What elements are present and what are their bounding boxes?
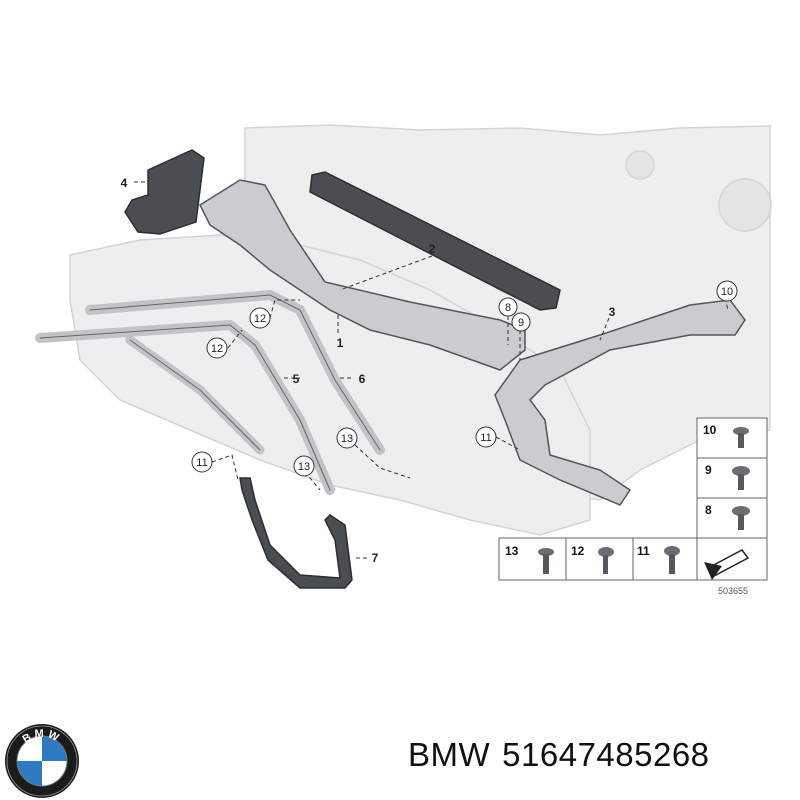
svg-text:12: 12 — [211, 343, 223, 355]
legend-cell-12: 12 — [571, 544, 614, 574]
svg-text:2: 2 — [429, 242, 436, 256]
callout-2: 2 — [429, 242, 436, 256]
strut-group — [35, 289, 385, 495]
legend-cell-13: 13 — [505, 544, 554, 574]
callout-13b: 13 — [293, 455, 315, 477]
callout-1: 1 — [337, 336, 344, 350]
bolt-icon — [732, 466, 750, 490]
callout-6: 6 — [359, 372, 366, 386]
legend-cell-11: 11 — [637, 544, 680, 574]
svg-text:10: 10 — [721, 286, 733, 298]
part-3-arm — [494, 299, 746, 506]
callout-8: 8 — [498, 297, 518, 317]
svg-text:13: 13 — [298, 461, 310, 473]
callout-11a: 11 — [475, 426, 497, 448]
legend-cell-8: 8 — [705, 503, 750, 530]
svg-text:12: 12 — [254, 313, 266, 325]
callout-12b: 12 — [206, 337, 228, 359]
svg-text:9: 9 — [705, 463, 712, 477]
svg-text:7: 7 — [372, 551, 379, 565]
legend-cell-10: 10 — [703, 423, 749, 448]
svg-text:12: 12 — [571, 544, 585, 558]
legend-cell-9: 9 — [705, 463, 750, 490]
svg-text:5: 5 — [293, 372, 300, 386]
part-6-strut-edge — [89, 294, 381, 451]
brand-name: BMW — [408, 736, 491, 773]
logo-text: BMW — [20, 728, 63, 746]
svg-text:3: 3 — [609, 305, 616, 319]
svg-text:13: 13 — [505, 544, 519, 558]
svg-text:8: 8 — [505, 302, 511, 314]
part-number: 51647485268 — [502, 736, 710, 773]
svg-text:6: 6 — [359, 372, 366, 386]
callout-4: 4 — [121, 176, 128, 190]
svg-text:4: 4 — [121, 176, 128, 190]
callout-5: 5 — [293, 372, 300, 386]
bolt-icon — [538, 548, 554, 574]
part-7-u-bracket — [239, 477, 353, 589]
callout-9: 9 — [511, 312, 531, 332]
bolt-icon — [733, 427, 749, 448]
part-5-strut-edge — [39, 324, 331, 491]
screw-icon — [598, 547, 614, 574]
callout-12a: 12 — [249, 307, 271, 329]
svg-text:11: 11 — [196, 457, 207, 469]
reference-code: 503655 — [718, 586, 748, 596]
callout-7: 7 — [372, 551, 379, 565]
svg-text:10: 10 — [703, 423, 717, 437]
part-5-brace-edge — [129, 339, 261, 451]
part-caption: BMW 51647485268 — [408, 736, 722, 774]
callout-11b: 11 — [191, 451, 213, 473]
arrow-icon — [704, 549, 750, 580]
svg-text:11: 11 — [480, 432, 491, 444]
bolt-icon — [732, 506, 750, 530]
callout-3: 3 — [609, 305, 616, 319]
bolt-icon — [664, 546, 680, 574]
fastener-legend: 10 9 8 13 — [498, 417, 768, 596]
svg-text:11: 11 — [637, 544, 650, 558]
callout-10: 10 — [716, 280, 738, 302]
svg-text:1: 1 — [337, 336, 344, 350]
svg-text:9: 9 — [518, 317, 524, 329]
svg-text:8: 8 — [705, 503, 712, 517]
part-2-beam — [309, 171, 561, 311]
bmw-logo: BMW — [5, 724, 79, 798]
part-4-bracket — [124, 149, 205, 235]
part-1-carrier — [199, 179, 526, 371]
callout-13a: 13 — [336, 427, 358, 449]
callouts: 1 2 3 4 5 6 7 8 9 10 — [121, 176, 738, 565]
svg-text:13: 13 — [341, 433, 353, 445]
